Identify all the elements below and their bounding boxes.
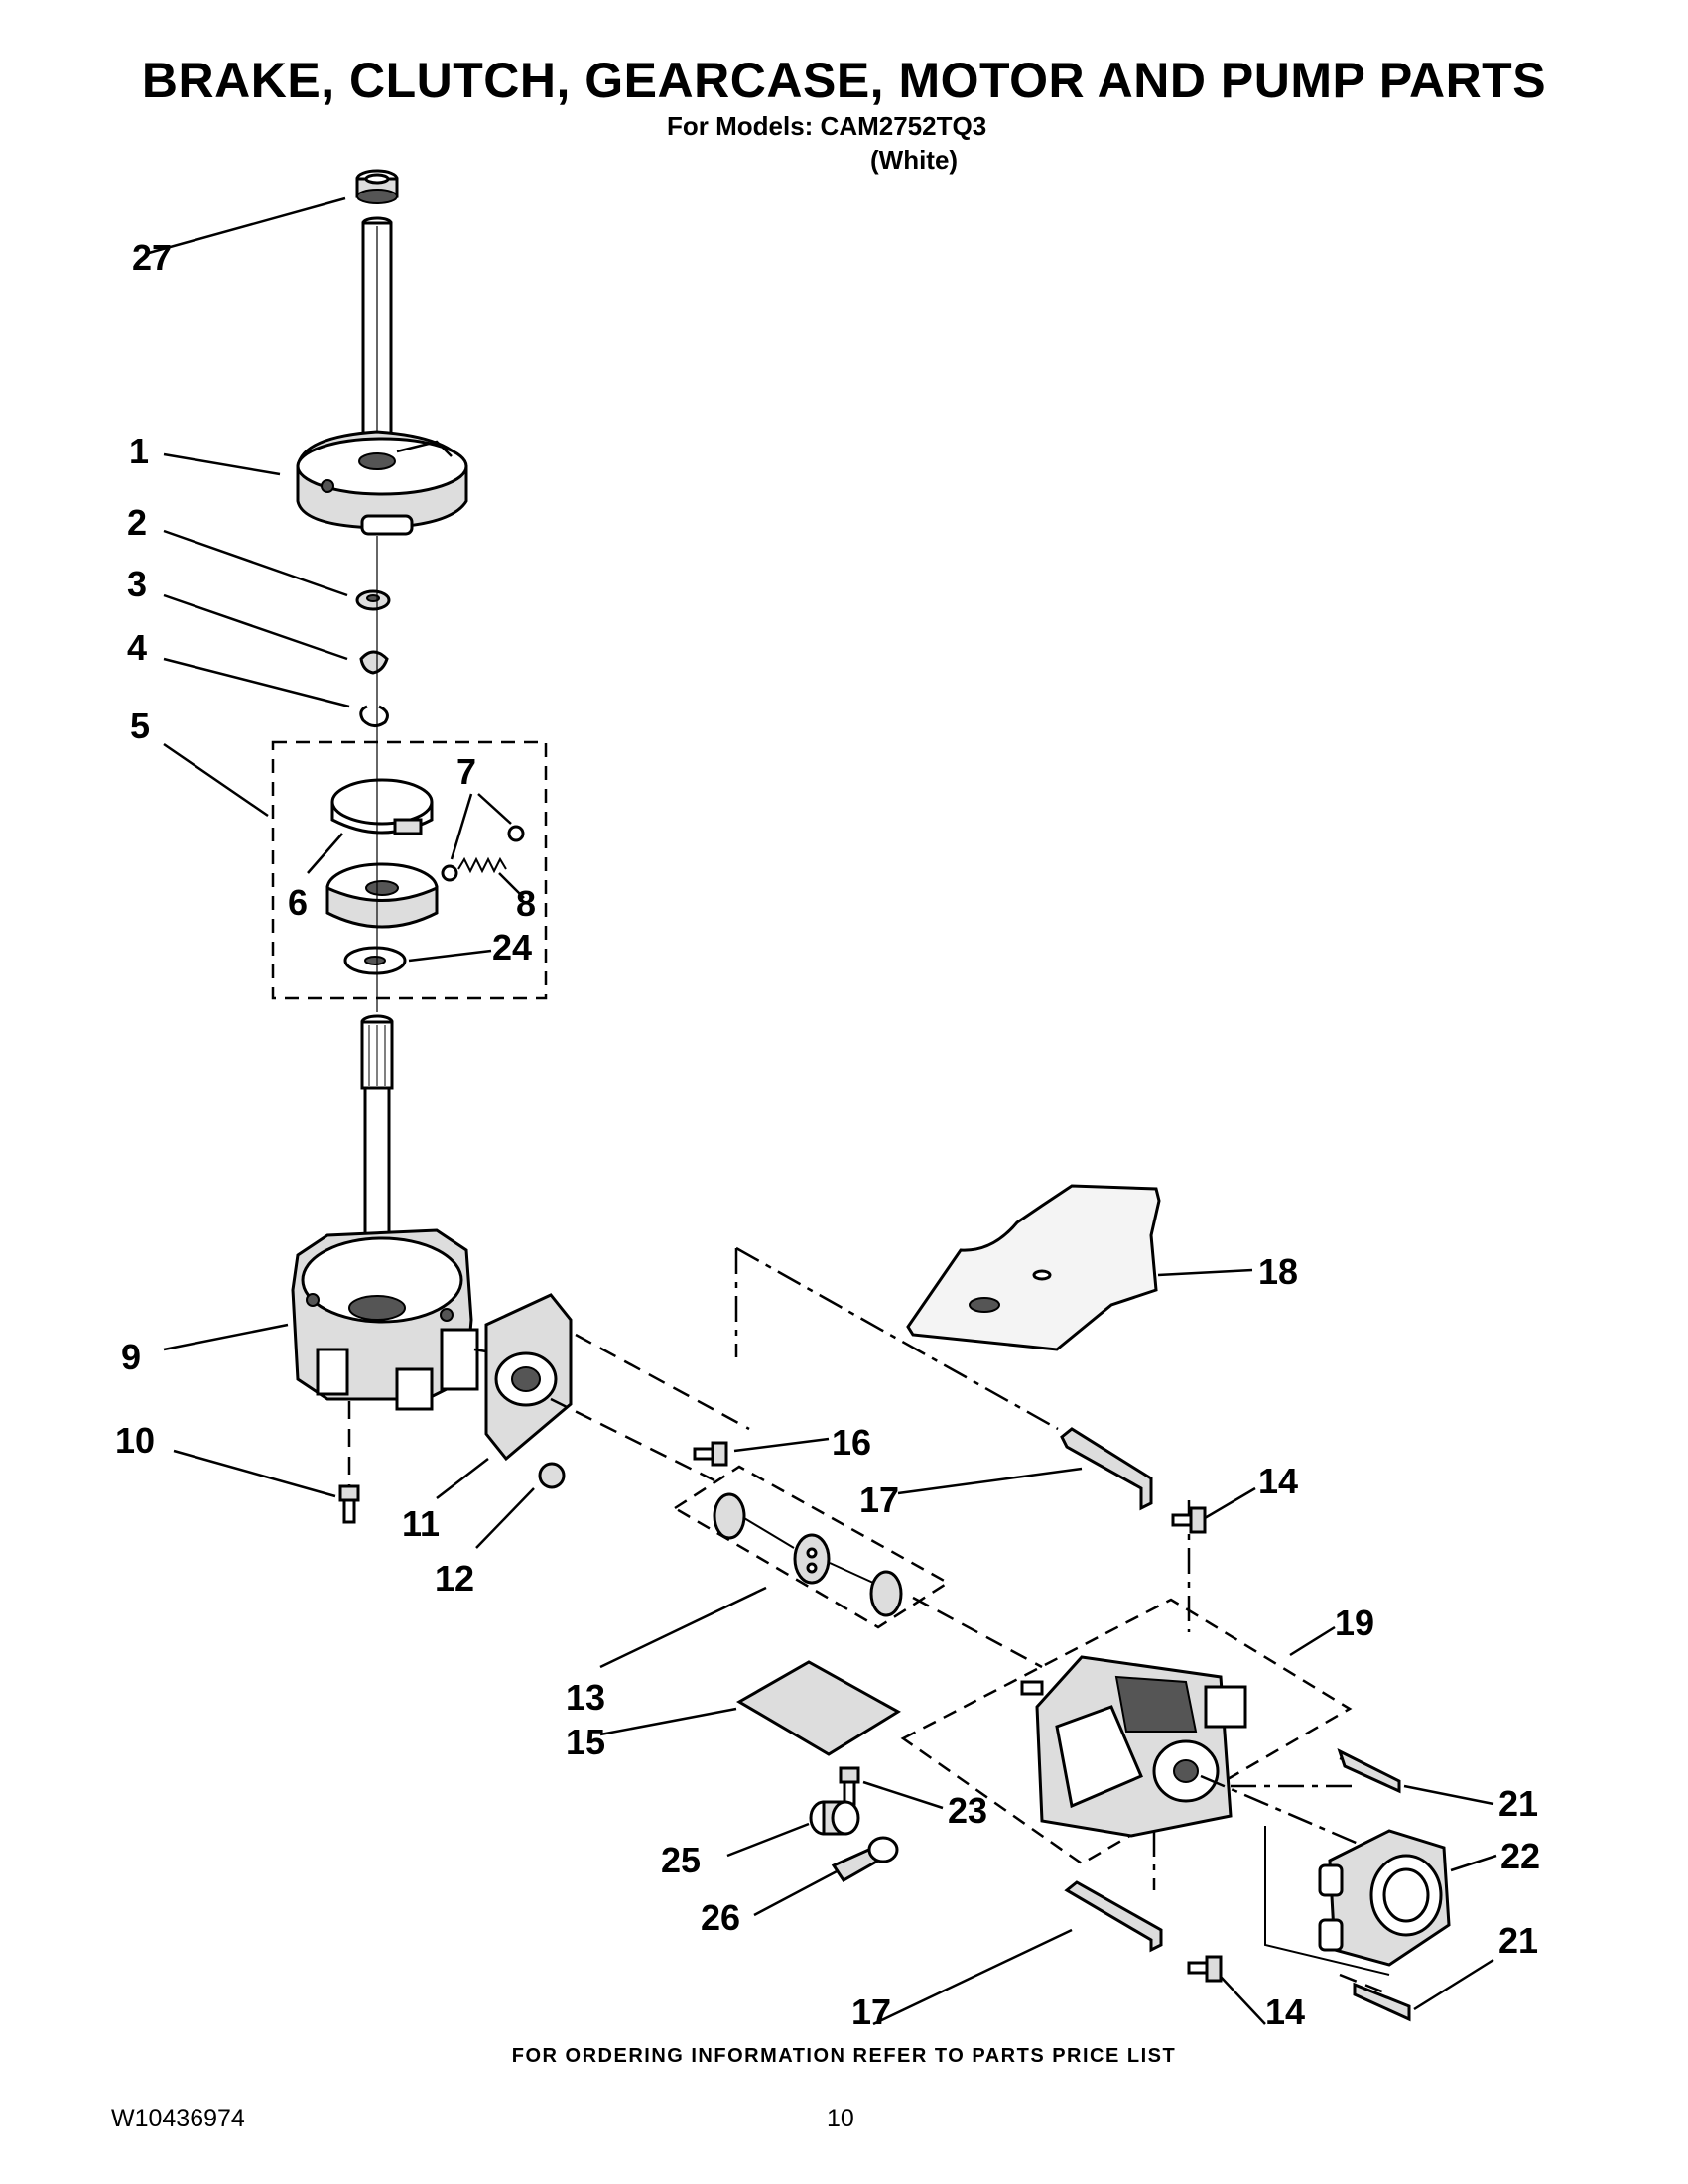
callout-14-lower: 14 bbox=[1265, 1991, 1305, 2032]
models-line: For Models: CAM2752TQ3 bbox=[667, 111, 987, 141]
callout-23: 23 bbox=[948, 1790, 987, 1831]
callout-8: 8 bbox=[516, 883, 536, 924]
part-10-screw bbox=[338, 1401, 360, 1524]
ordering-info-note: FOR ORDERING INFORMATION REFER TO PARTS … bbox=[511, 2045, 1177, 2067]
part-6-clutch-band bbox=[330, 778, 434, 835]
part-13-pump-parts bbox=[713, 1492, 903, 1617]
callout-12: 12 bbox=[435, 1558, 474, 1599]
callout-3: 3 bbox=[127, 564, 147, 604]
callout-18: 18 bbox=[1258, 1251, 1298, 1292]
callout-26: 26 bbox=[701, 1897, 740, 1938]
callout-10: 10 bbox=[115, 1420, 155, 1461]
callout-27: 27 bbox=[132, 237, 172, 278]
part-25-grommet bbox=[809, 1800, 860, 1836]
callout-17-upper: 17 bbox=[859, 1479, 899, 1520]
leader-lines bbox=[148, 196, 1497, 2026]
color-line: (White) bbox=[870, 145, 959, 175]
callout-13: 13 bbox=[566, 1677, 605, 1718]
callout-21-upper: 21 bbox=[1498, 1783, 1538, 1824]
page-title: BRAKE, CLUTCH, GEARCASE, MOTOR AND PUMP … bbox=[141, 53, 1547, 108]
part-7-8-springs bbox=[441, 825, 525, 882]
callout-21-lower: 21 bbox=[1498, 1920, 1538, 1961]
part-26-clamp bbox=[831, 1836, 899, 1882]
part-14-screw-upper bbox=[1171, 1506, 1207, 1534]
callout-6: 6 bbox=[288, 882, 308, 923]
callout-25: 25 bbox=[661, 1840, 701, 1880]
part-12-nut bbox=[538, 1462, 566, 1489]
callout-24: 24 bbox=[492, 927, 532, 967]
part-27-seal bbox=[355, 169, 399, 204]
callout-9: 9 bbox=[121, 1337, 141, 1377]
document-number: W10436974 bbox=[111, 2105, 245, 2132]
part-3-clip bbox=[359, 650, 389, 675]
part-21-clip-upper bbox=[1337, 1748, 1401, 1794]
part-22-pump bbox=[1318, 1829, 1451, 1967]
part-17-bracket-lower bbox=[1064, 1880, 1163, 1953]
part-14-screw-lower bbox=[1187, 1955, 1223, 1983]
callout-15: 15 bbox=[566, 1722, 605, 1762]
part-19-motor bbox=[1020, 1655, 1247, 1838]
callout-17-lower: 17 bbox=[851, 1991, 891, 2032]
callout-4: 4 bbox=[127, 627, 147, 668]
callout-16: 16 bbox=[832, 1422, 871, 1463]
part-13-pump-kit-box bbox=[672, 1465, 951, 1629]
callout-14-upper: 14 bbox=[1258, 1461, 1298, 1501]
callout-22: 22 bbox=[1500, 1836, 1540, 1876]
part-15-gasket bbox=[736, 1660, 901, 1756]
callout-11: 11 bbox=[402, 1503, 440, 1544]
callout-19: 19 bbox=[1335, 1603, 1374, 1643]
clutch-hub bbox=[325, 862, 439, 929]
part-1-brake-housing bbox=[296, 430, 468, 536]
part-24-lock-washer bbox=[343, 946, 407, 975]
part-16-bolt bbox=[693, 1441, 728, 1467]
part-19-motor-box bbox=[900, 1598, 1353, 1865]
upper-shaft bbox=[361, 216, 393, 453]
callout-1: 1 bbox=[129, 431, 149, 471]
part-9-gearcase bbox=[291, 1228, 479, 1411]
part-4-retaining-ring bbox=[359, 705, 389, 727]
part-21-clip-lower bbox=[1353, 1982, 1411, 2022]
callout-5: 5 bbox=[130, 706, 150, 746]
part-23-screw bbox=[839, 1766, 860, 1806]
page-number: 10 bbox=[827, 2105, 854, 2132]
part-2-washer bbox=[355, 589, 391, 611]
part-18-shield bbox=[906, 1184, 1161, 1351]
callout-labels: 27 1 2 3 4 5 6 7 8 24 9 10 11 12 16 17 1… bbox=[115, 237, 1540, 2032]
callout-2: 2 bbox=[127, 502, 147, 543]
callout-7: 7 bbox=[456, 751, 476, 792]
part-17-bracket-upper bbox=[1060, 1427, 1153, 1511]
part-11-mounting-plate bbox=[484, 1293, 573, 1462]
part-5-clutch-kit-box bbox=[271, 740, 548, 1000]
